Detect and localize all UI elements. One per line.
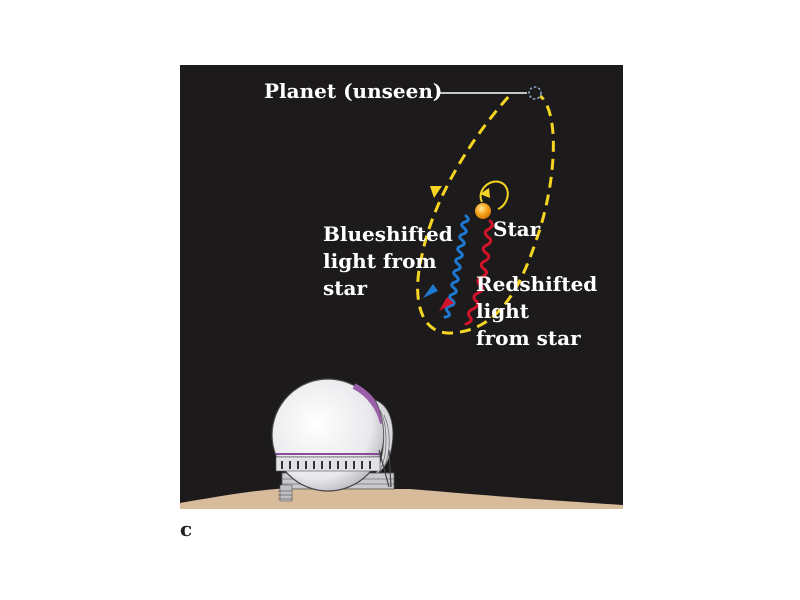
redshift-label: Redshifted light from star — [476, 271, 597, 352]
blueshift-label-line-2: light from — [323, 249, 437, 273]
redshift-arrowhead — [439, 297, 454, 311]
star-label: Star — [493, 217, 541, 241]
diagram-panel: Planet (unseen) Star Blueshifted light f… — [180, 65, 623, 509]
planet-label: Planet (unseen) — [264, 79, 443, 103]
star-wobble-orbit — [479, 180, 509, 210]
blueshift-label-line-1: Blueshifted — [323, 222, 453, 246]
redshift-label-line-2: light — [476, 299, 529, 323]
redshift-label-line-1: Redshifted — [476, 272, 598, 296]
blueshift-wave — [443, 214, 470, 319]
blueshift-label-line-3: star — [323, 276, 367, 300]
panel-letter: c — [180, 517, 193, 541]
planet-orbit — [416, 91, 555, 335]
blueshift-arrowhead — [423, 284, 438, 298]
star-wobble-arrow — [480, 188, 490, 198]
blueshift-label: Blueshifted light from star — [323, 221, 453, 302]
star-icon — [475, 203, 491, 219]
redshift-wave — [464, 219, 494, 326]
night-sky — [180, 65, 623, 509]
orbit-direction-arrow — [430, 186, 442, 198]
diagram-svg — [180, 65, 623, 509]
redshift-label-line-3: from star — [476, 326, 581, 350]
observatory-telescope-dome — [271, 378, 395, 502]
planet-icon — [528, 86, 542, 100]
